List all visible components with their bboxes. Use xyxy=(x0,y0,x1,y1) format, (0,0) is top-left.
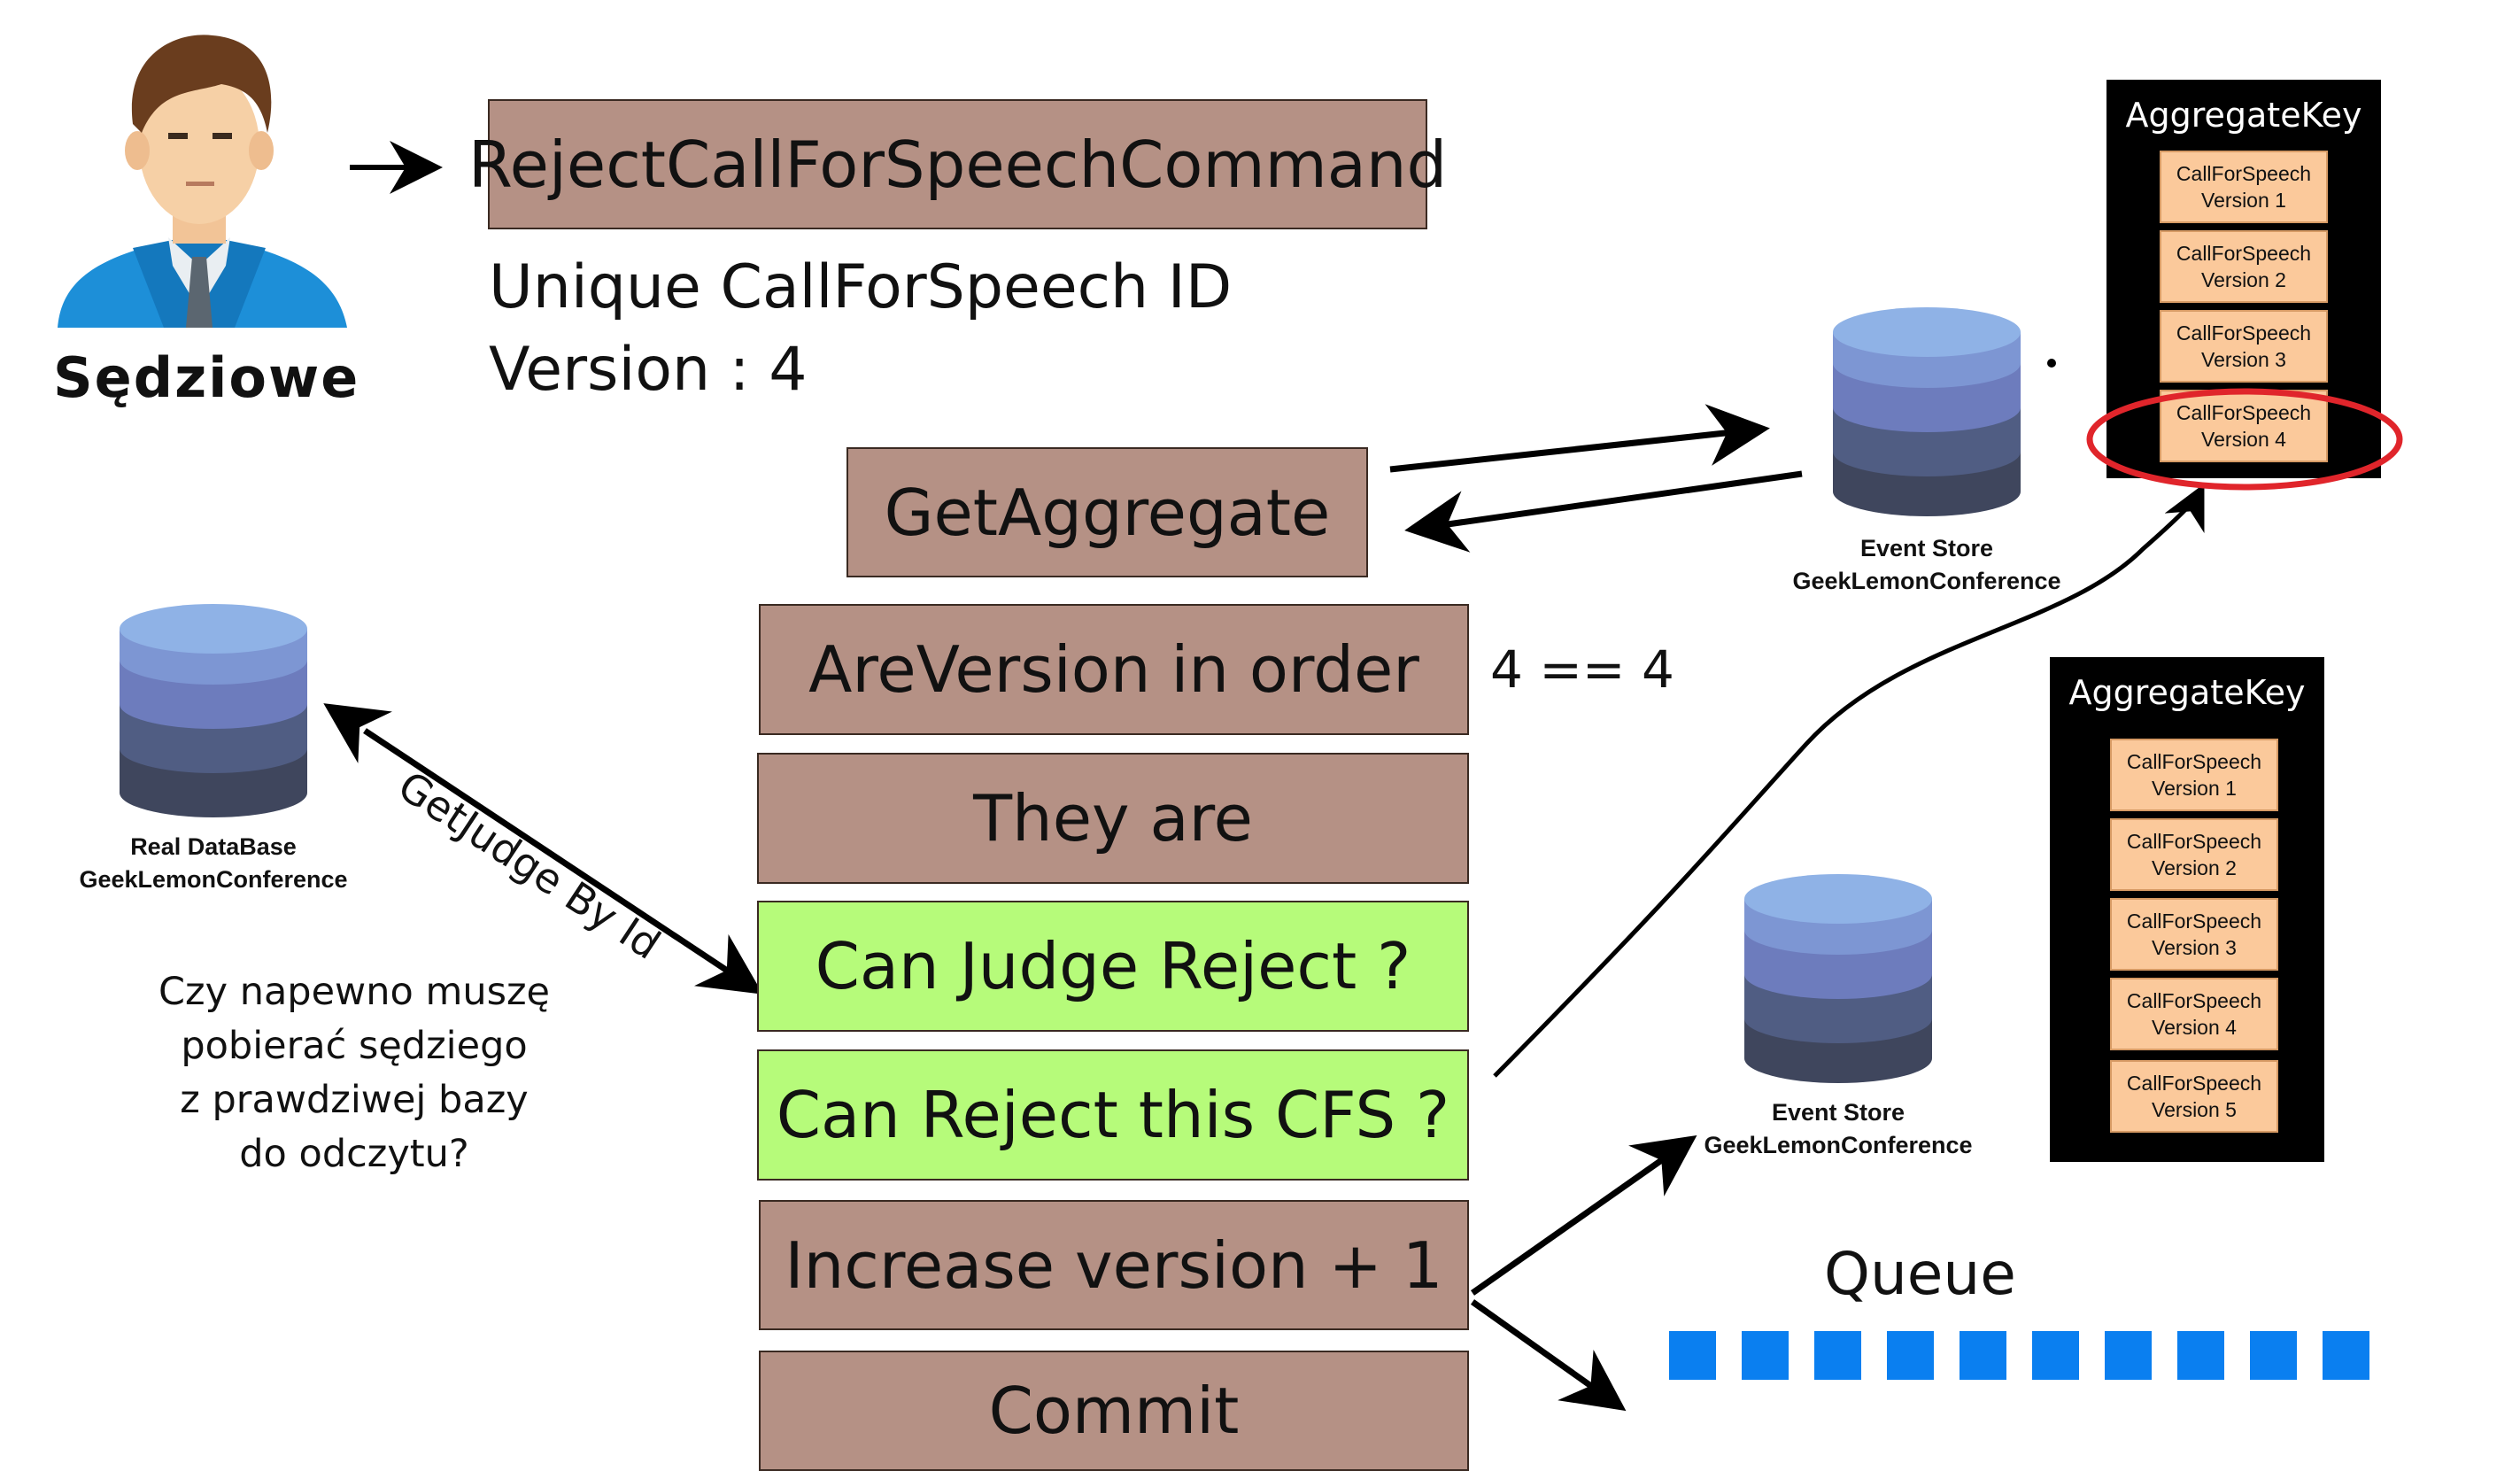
aggregate-bottom-item-2: CallForSpeech Version 2 xyxy=(2110,818,2278,891)
can-judge-box: Can Judge Reject ? xyxy=(757,901,1469,1032)
event-store-bottom-label-line2: GeekLemonConference xyxy=(1704,1132,1973,1158)
queue-item xyxy=(2032,1331,2079,1380)
reject-command-label: RejectCallForSpeechCommand xyxy=(468,127,1448,202)
aggregate-top-item-2: CallForSpeech Version 2 xyxy=(2160,230,2328,303)
increase-to-event-store-arrow xyxy=(1470,1134,1697,1296)
event-store-bottom-icon xyxy=(1744,874,1932,1083)
can-reject-box: Can Reject this CFS ? xyxy=(757,1049,1469,1181)
aggregate-bottom-item-5-name: CallForSpeech xyxy=(2126,1072,2262,1095)
get-aggregate-response-arrow xyxy=(1404,470,1803,553)
aggregate-bottom-item-2-name: CallForSpeech xyxy=(2126,830,2262,853)
commit-box: Commit xyxy=(759,1351,1469,1471)
they-are-box: They are xyxy=(757,753,1469,884)
queue-label: Queue xyxy=(1824,1240,2016,1308)
question-line-4: do odczytu? xyxy=(239,1132,469,1176)
commit-label: Commit xyxy=(988,1374,1240,1448)
can-judge-label: Can Judge Reject ? xyxy=(815,929,1411,1003)
aggregate-top-item-1-version: Version 1 xyxy=(2201,189,2286,212)
aggregate-bottom-title: AggregateKey xyxy=(2068,673,2306,712)
real-database-label-line2: GeekLemonConference xyxy=(79,866,348,893)
event-store-bottom-label-line1: Event Store xyxy=(1771,1099,1905,1126)
question-line-2: pobierać sędziego xyxy=(181,1024,528,1068)
they-are-label: They are xyxy=(973,781,1253,856)
aggregate-bottom-item-3: CallForSpeech Version 3 xyxy=(2110,898,2278,971)
event-store-top-label-line2: GeekLemonConference xyxy=(1792,568,2061,594)
queue-item xyxy=(2323,1331,2369,1380)
increase-to-queue-arrow xyxy=(1470,1299,1627,1412)
aggregate-top-item-1-name: CallForSpeech xyxy=(2176,162,2312,185)
aggregate-bottom-item-4-name: CallForSpeech xyxy=(2126,989,2262,1012)
aggregate-bottom-item-1-name: CallForSpeech xyxy=(2126,750,2262,773)
queue-item xyxy=(1814,1331,1861,1380)
queue-item xyxy=(1887,1331,1934,1380)
queue-item xyxy=(2250,1331,2297,1380)
aggregate-bottom-item-1: CallForSpeech Version 1 xyxy=(2110,739,2278,811)
increase-version-label: Increase version + 1 xyxy=(785,1227,1443,1303)
command-version-text: Version : 4 xyxy=(489,335,808,405)
aggregate-bottom-item-5: CallForSpeech Version 5 xyxy=(2110,1060,2278,1133)
queue-item xyxy=(2177,1331,2224,1380)
event-store-top-icon xyxy=(1833,307,2021,516)
get-aggregate-label: GetAggregate xyxy=(884,475,1331,550)
real-database-icon xyxy=(120,604,307,817)
aggregate-top-item-4-name: CallForSpeech xyxy=(2176,401,2312,424)
can-reject-label: Can Reject this CFS ? xyxy=(776,1078,1450,1152)
aggregate-top-item-1: CallForSpeech Version 1 xyxy=(2160,151,2328,223)
dot-mark xyxy=(2047,359,2056,368)
queue-item xyxy=(1669,1331,1716,1380)
aggregate-bottom-item-4-version: Version 4 xyxy=(2152,1016,2237,1039)
real-database-label-line1: Real DataBase xyxy=(130,833,297,860)
queue-item xyxy=(1742,1331,1789,1380)
reject-command-box: RejectCallForSpeechCommand xyxy=(468,99,1447,229)
aggregate-top-item-2-name: CallForSpeech xyxy=(2176,242,2312,265)
get-judge-arrow xyxy=(323,703,763,995)
question-text: Czy napewno muszę pobierać sędziego z pr… xyxy=(124,965,584,1181)
command-id-text: Unique CallForSpeech ID xyxy=(489,252,1233,322)
aggregate-bottom-item-5-version: Version 5 xyxy=(2152,1098,2237,1121)
version-check-text: 4 == 4 xyxy=(1490,639,1674,700)
aggregate-bottom-item-2-version: Version 2 xyxy=(2152,856,2237,879)
get-aggregate-request-arrow xyxy=(1389,404,1770,473)
aggregate-bottom-panel: AggregateKey CallForSpeech Version 1 Cal… xyxy=(2050,657,2324,1162)
aggregate-bottom-item-1-version: Version 1 xyxy=(2152,777,2237,800)
aggregate-top-panel: AggregateKey CallForSpeech Version 1 Cal… xyxy=(2106,80,2381,478)
aggregate-top-item-3-version: Version 3 xyxy=(2201,348,2286,371)
aggregate-bottom-item-3-name: CallForSpeech xyxy=(2126,910,2262,933)
aggregate-bottom-item-4: CallForSpeech Version 4 xyxy=(2110,978,2278,1050)
highlight-ring xyxy=(2086,388,2403,491)
question-line-1: Czy napewno muszę xyxy=(158,970,551,1014)
version-check-curve-arrow xyxy=(1493,484,2205,1078)
aggregate-top-item-3: CallForSpeech Version 3 xyxy=(2160,310,2328,383)
aggregate-bottom-item-3-version: Version 3 xyxy=(2152,936,2237,959)
aggregate-top-item-2-version: Version 2 xyxy=(2201,268,2286,291)
queue-item xyxy=(1960,1331,2006,1380)
get-aggregate-box: GetAggregate xyxy=(846,447,1368,577)
are-version-box: AreVersion in order xyxy=(759,604,1469,735)
queue-item xyxy=(2105,1331,2152,1380)
event-store-bottom-label: Event Store GeekLemonConference xyxy=(1660,1096,2016,1162)
actor-label: Sędziowe xyxy=(53,345,360,410)
real-database-label: Real DataBase GeekLemonConference xyxy=(35,831,391,896)
question-line-3: z prawdziwej bazy xyxy=(180,1078,529,1122)
aggregate-top-item-4-version: Version 4 xyxy=(2201,428,2286,451)
increase-version-box: Increase version + 1 xyxy=(759,1200,1469,1330)
aggregate-top-item-3-name: CallForSpeech xyxy=(2176,321,2312,345)
are-version-label: AreVersion in order xyxy=(808,632,1419,707)
aggregate-top-title: AggregateKey xyxy=(2125,96,2362,135)
event-store-top-label: Event Store GeekLemonConference xyxy=(1749,532,2105,598)
event-store-top-label-line1: Event Store xyxy=(1859,535,1994,561)
